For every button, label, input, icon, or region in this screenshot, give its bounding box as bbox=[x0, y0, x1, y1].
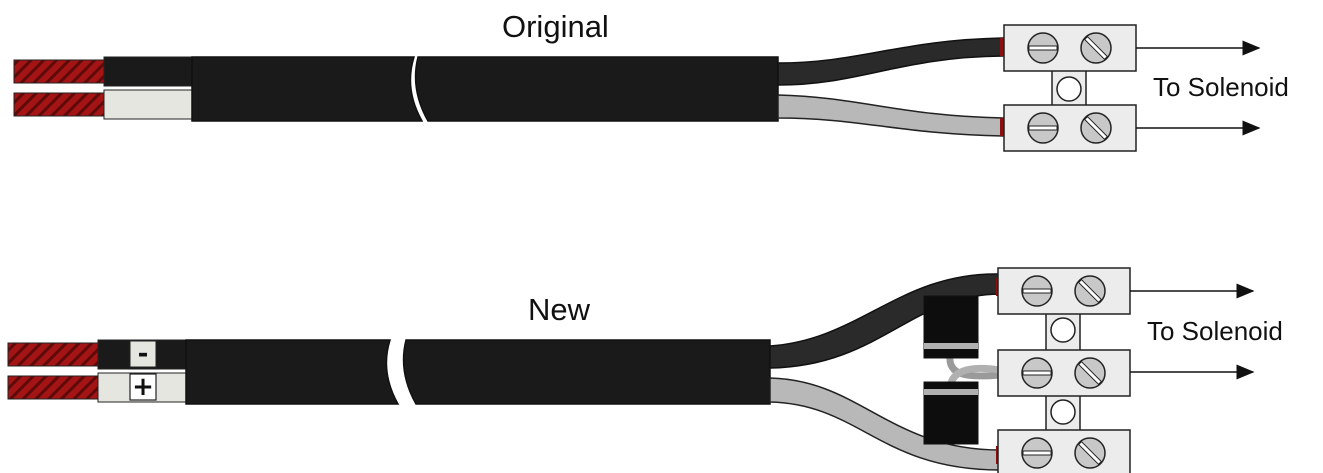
original-title: Original bbox=[502, 9, 609, 44]
mounting-hole bbox=[1050, 317, 1076, 343]
cable-jacket-left bbox=[191, 56, 424, 122]
black-insulation bbox=[103, 56, 197, 87]
copper-conductor-black bbox=[7, 342, 101, 367]
original-output-label: To Solenoid bbox=[1153, 72, 1289, 102]
cable-jacket-left bbox=[185, 339, 400, 405]
copper-conductor-white bbox=[7, 375, 101, 400]
screw-terminal-icon bbox=[1004, 105, 1136, 151]
positive-marker: + bbox=[132, 372, 154, 402]
original-assembly bbox=[13, 25, 1261, 151]
grey-wire bbox=[777, 94, 1004, 137]
mounting-hole bbox=[1056, 76, 1082, 102]
white-insulation bbox=[103, 89, 197, 120]
diode-icon bbox=[923, 295, 979, 359]
copper-conductor-white bbox=[13, 92, 107, 117]
black-wire bbox=[777, 37, 1004, 86]
cable-jacket-right bbox=[402, 339, 771, 405]
new-assembly bbox=[7, 268, 1255, 473]
copper-conductor-black bbox=[13, 59, 107, 84]
positive-marker-box bbox=[129, 373, 157, 401]
new-output-label: To Solenoid bbox=[1147, 316, 1283, 346]
new-title: New bbox=[528, 292, 591, 327]
cable-jacket-right bbox=[414, 56, 779, 122]
mounting-hole bbox=[1050, 399, 1076, 425]
diode-icon bbox=[923, 381, 979, 445]
screw-terminal-icon bbox=[998, 430, 1130, 473]
screw-terminal-icon bbox=[998, 350, 1130, 396]
negative-marker-box bbox=[129, 340, 157, 368]
screw-terminal-icon bbox=[998, 268, 1130, 314]
screw-terminal-icon bbox=[1004, 25, 1136, 71]
negative-marker: - bbox=[137, 339, 149, 369]
